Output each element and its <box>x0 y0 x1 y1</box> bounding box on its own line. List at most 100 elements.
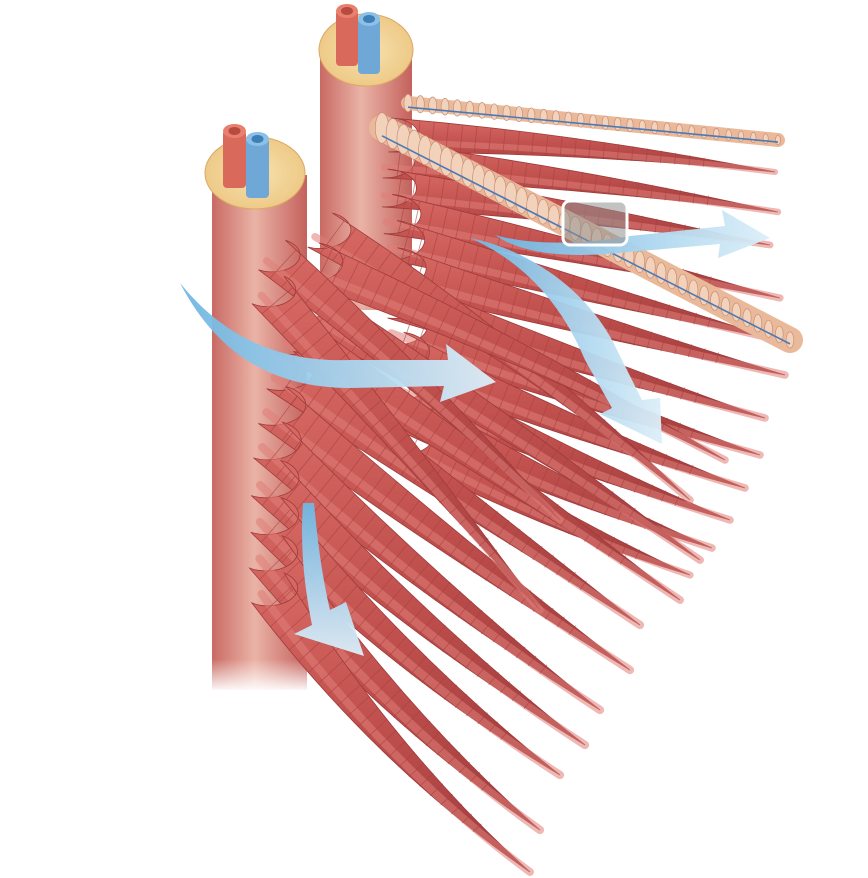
fiber-band <box>702 157 705 167</box>
fiber-band <box>464 653 478 669</box>
myofibril-ring <box>614 117 622 131</box>
fiber-band <box>283 492 312 526</box>
fiber-band <box>466 703 478 717</box>
muscle-fiber <box>386 220 779 341</box>
myofibril-ring <box>552 110 560 126</box>
fiber-band <box>393 699 412 718</box>
fiber-band <box>496 519 510 538</box>
fiber-band <box>459 514 471 525</box>
fiber-band <box>388 636 407 657</box>
fiber-band <box>544 607 554 620</box>
fiber-band <box>654 218 658 233</box>
myofibril-ring <box>490 103 499 120</box>
myofibril-ring <box>676 123 683 137</box>
fiber-band <box>497 383 510 413</box>
fiber-band <box>470 245 480 278</box>
fiber-band <box>495 283 505 315</box>
fiber-band <box>648 448 655 463</box>
fiber-band <box>500 730 509 740</box>
fiber-band <box>451 803 463 815</box>
fiber-band <box>337 308 360 332</box>
fiber-band <box>520 537 532 553</box>
fiber-band <box>637 296 643 313</box>
fiber-band <box>472 823 482 833</box>
fiber-band <box>353 462 376 492</box>
fiber-band <box>488 721 499 733</box>
fiber-band <box>593 460 602 479</box>
fiber-band <box>261 287 294 315</box>
fiber-band <box>264 432 294 468</box>
fiber-band <box>461 392 478 417</box>
fiber-band <box>413 509 432 533</box>
myofibril-ring <box>710 291 720 311</box>
fiber-band <box>339 545 363 573</box>
fiber-band <box>660 335 666 352</box>
fiber-band <box>650 184 654 199</box>
fiber-band <box>482 279 492 312</box>
fiber-band <box>488 127 492 154</box>
fiber-band <box>660 490 667 502</box>
myofibril-ring <box>477 102 487 119</box>
myofibril-ring <box>785 331 795 349</box>
fiber-band <box>315 387 340 421</box>
fiber-band <box>593 174 598 194</box>
fiber-band <box>337 684 361 706</box>
myofibril-ring <box>428 96 437 115</box>
fiber-band <box>469 610 483 626</box>
fiber-band <box>477 712 489 725</box>
myofibril-ring <box>527 107 536 124</box>
fiber-band <box>463 444 479 467</box>
fiber-band <box>545 134 549 157</box>
fiber-band <box>565 414 576 436</box>
fiber-band <box>568 625 576 635</box>
fiber-band <box>550 474 562 496</box>
muscle-fiber-highlight <box>257 590 534 876</box>
fiber-band <box>647 484 654 498</box>
fiber-band <box>260 508 291 543</box>
fiber-band <box>354 513 377 541</box>
fiber-band <box>409 456 427 472</box>
fiber-band <box>332 228 357 261</box>
fiber-band <box>607 177 612 195</box>
fiber-band <box>410 292 425 323</box>
fiber-band <box>365 523 387 550</box>
blood-vessel-icon <box>336 4 380 74</box>
fiber-band <box>271 298 303 325</box>
fiber-band <box>329 443 353 475</box>
fiber-band <box>537 467 549 491</box>
fiber-band <box>459 124 464 153</box>
fiber-band <box>484 249 493 281</box>
fiber-band <box>423 572 440 593</box>
fiber-band <box>628 507 636 518</box>
fiber-band <box>414 410 433 437</box>
fiber-band <box>595 283 602 304</box>
fiber-band <box>341 261 360 297</box>
fiber-band <box>281 309 311 335</box>
fiber-band <box>446 591 462 610</box>
fiber-band <box>693 312 698 325</box>
fiber-band <box>365 472 387 500</box>
fiber-band <box>453 644 468 661</box>
fiber-band <box>523 292 532 321</box>
fiber-band <box>281 405 309 441</box>
myofibril-strands <box>369 93 803 353</box>
fiber-band <box>451 435 468 459</box>
myofibril-ring <box>666 268 677 290</box>
fiber-band <box>472 554 487 573</box>
fiber-band <box>421 665 437 684</box>
fiber-band <box>449 503 462 515</box>
fiber-band <box>437 305 451 334</box>
blood-vessel-icon <box>223 124 269 198</box>
fiber-band <box>675 459 681 471</box>
fiber-band <box>414 720 431 737</box>
fiber-band <box>377 533 398 559</box>
fiber-band <box>608 428 617 440</box>
myofibril-ring <box>688 125 695 138</box>
fiber-band <box>556 365 566 384</box>
fiber-band <box>454 270 465 305</box>
fiber-band <box>619 322 626 343</box>
fiber-band <box>426 418 445 444</box>
direction-arrow-icon <box>180 283 496 402</box>
